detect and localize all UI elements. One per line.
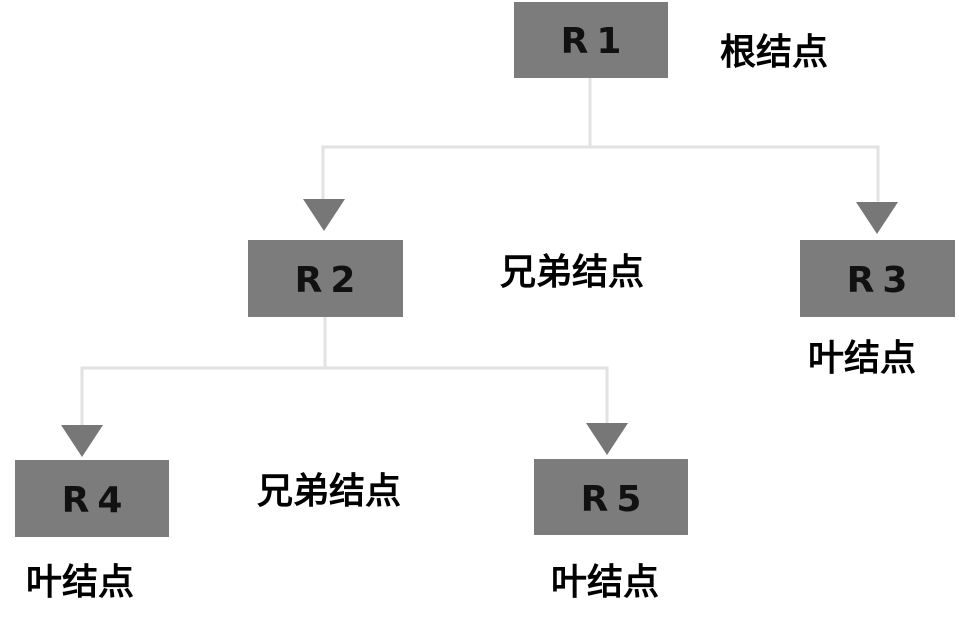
arrowhead-to-r3: [856, 202, 898, 234]
node-r5: R5: [534, 459, 688, 535]
node-r3: R3: [800, 240, 955, 317]
node-r2-label: R2: [295, 260, 364, 301]
leaf-node-label-r4: 叶结点: [26, 562, 134, 603]
node-r5-box: [534, 459, 688, 535]
leaf-node-label-r5: 叶结点: [551, 562, 659, 603]
node-r3-label: R3: [847, 260, 916, 301]
arrowhead-to-r4: [61, 425, 103, 457]
node-r3-box: [800, 240, 955, 317]
connector-r2-children: [80, 315, 609, 427]
sibling-node-label-upper: 兄弟结点: [500, 252, 644, 293]
node-r1: R1: [514, 2, 668, 78]
root-node-label: 根结点: [720, 32, 828, 73]
node-r4-label: R4: [62, 480, 131, 521]
node-r2: R2: [248, 240, 403, 317]
arrowhead-to-r2: [303, 199, 345, 231]
node-r1-box: [514, 2, 668, 78]
connector-r1-children: [321, 76, 880, 202]
node-r4-box: [15, 460, 169, 537]
node-r4: R4: [15, 460, 169, 537]
node-r5-label: R5: [581, 479, 650, 520]
node-r2-box: [248, 240, 403, 317]
sibling-node-label-lower: 兄弟结点: [257, 471, 401, 512]
node-r1-label: R1: [561, 21, 630, 62]
leaf-node-label-r3: 叶结点: [808, 338, 916, 379]
arrowhead-to-r5: [586, 423, 628, 455]
